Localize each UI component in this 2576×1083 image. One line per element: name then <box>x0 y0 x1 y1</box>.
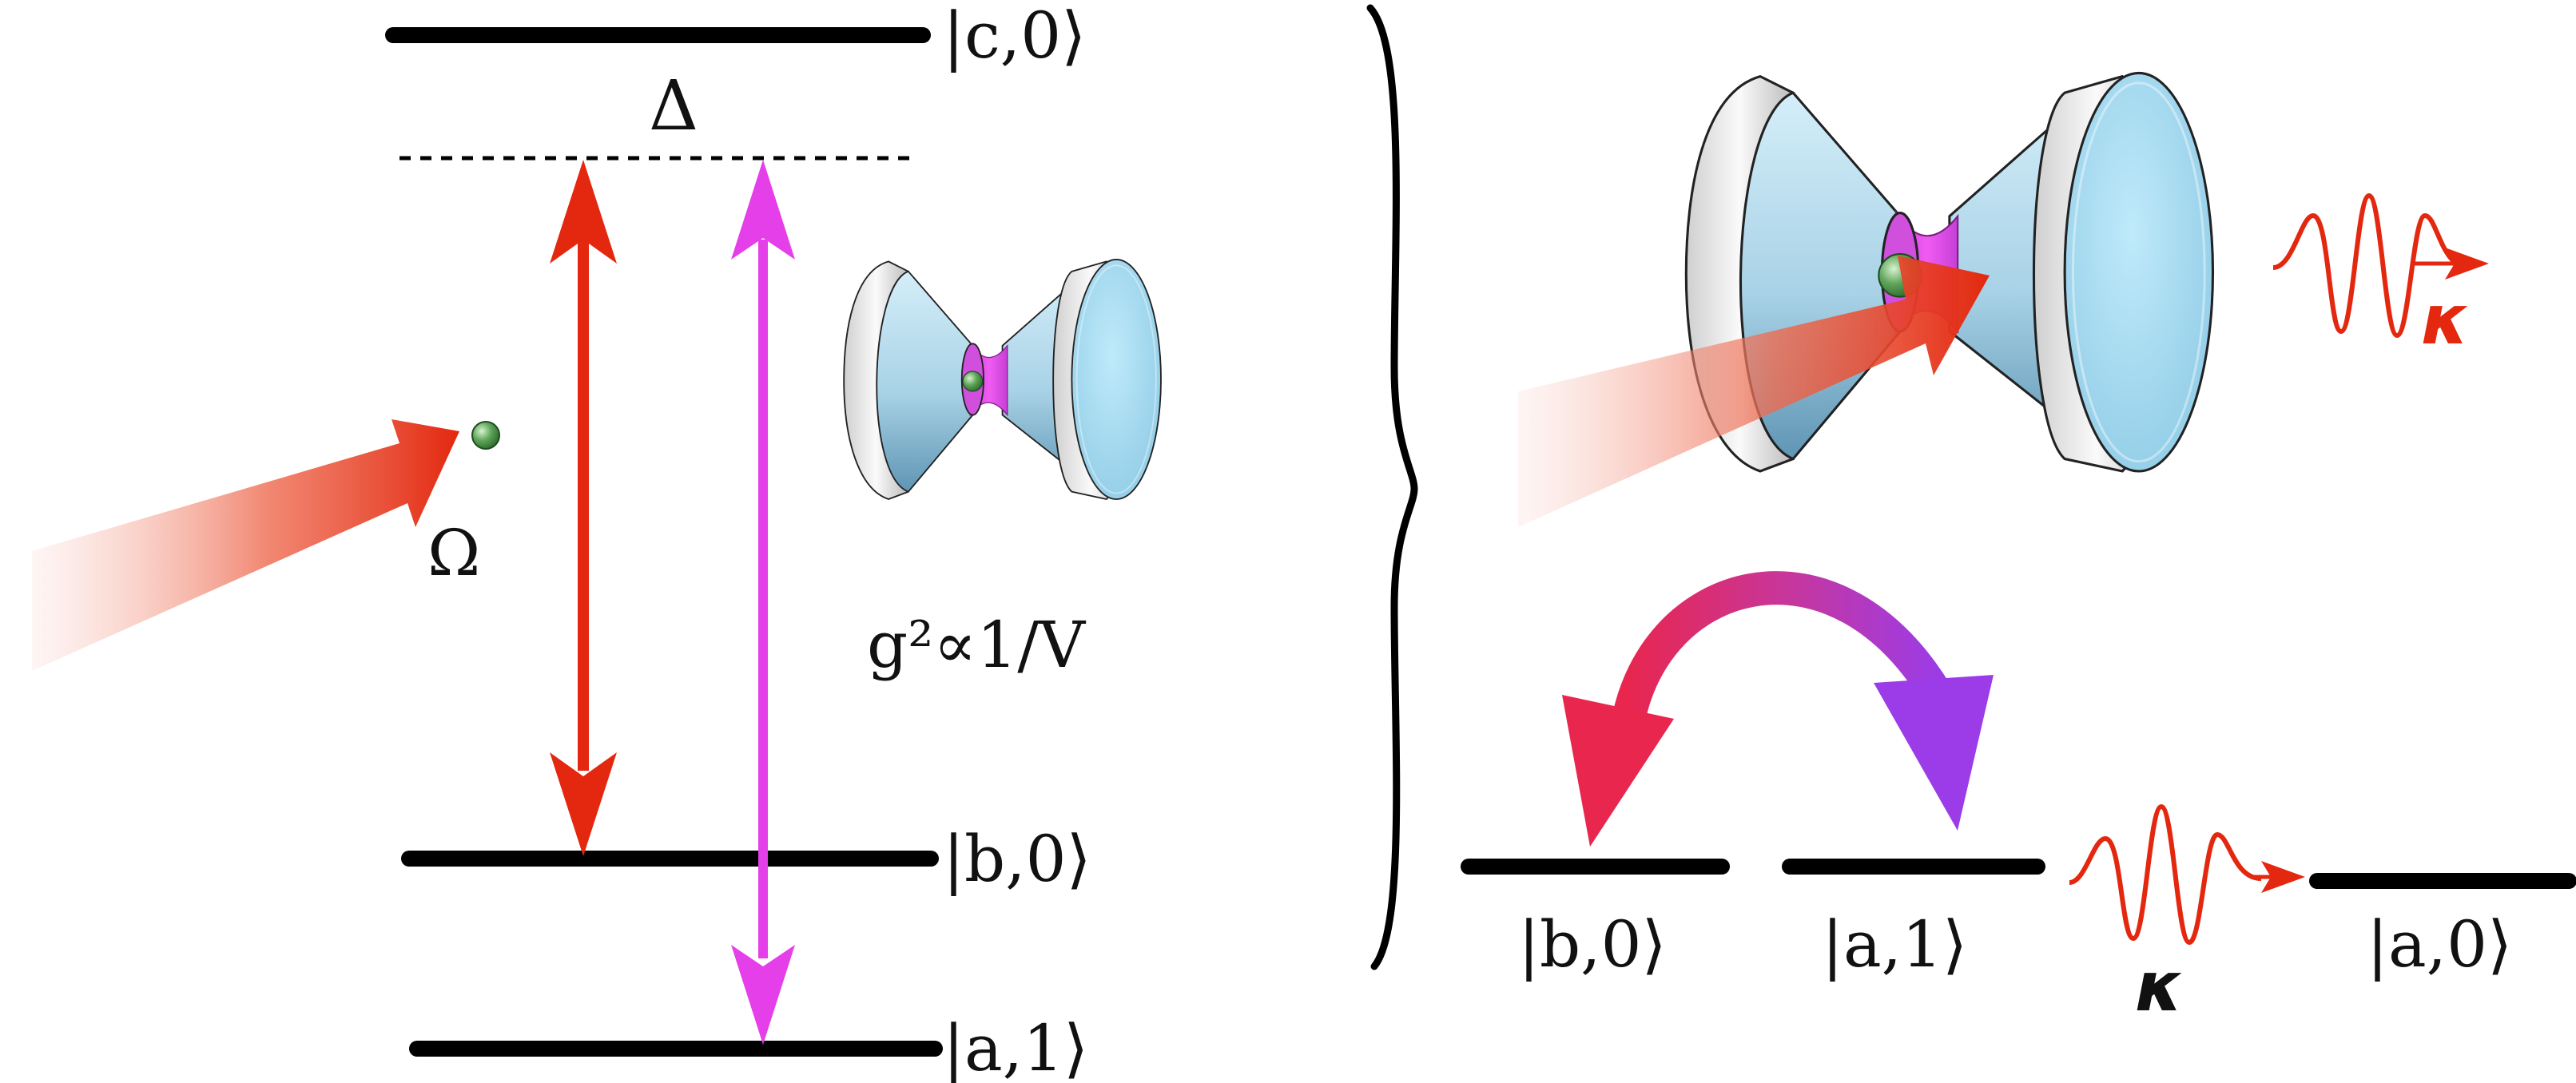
level-a0-label-right: |a,0⟩ <box>2367 907 2512 982</box>
level-a1-label-right: |a,1⟩ <box>1822 907 1967 982</box>
rabi-frequency-label: Ω <box>427 516 480 590</box>
small-cavity <box>843 258 1162 500</box>
decay-rate-label-bottom: κ <box>2135 947 2184 1027</box>
pump-beam <box>32 419 459 671</box>
detuning-label: Δ <box>649 66 698 146</box>
emitted-photon-top <box>2272 192 2489 339</box>
cavity-transition-arrow <box>731 160 795 1045</box>
right-panel: κ |b,0⟩ |a,1⟩ |a,0⟩ κ <box>1461 71 2576 1027</box>
emitted-photon-bottom <box>2069 803 2305 946</box>
exchange-arc-arrow <box>1562 571 1994 847</box>
pump-beam-large <box>1518 256 1990 527</box>
decay-rate-label-top: κ <box>2421 280 2470 360</box>
pump-transition-arrow <box>550 160 617 856</box>
level-b0-label-right: |b,0⟩ <box>1518 907 1667 982</box>
coupling-scaling-label: g²∝1/V <box>867 608 1086 682</box>
level-c0-label: |c,0⟩ <box>943 0 1086 73</box>
panel-brace <box>1366 4 1418 970</box>
level-b0-label: |b,0⟩ <box>943 822 1091 896</box>
left-panel: |c,0⟩ |b,0⟩ |a,1⟩ Δ Ω g²∝1/V <box>32 0 1162 1083</box>
level-a1-label: |a,1⟩ <box>943 1011 1088 1083</box>
atom <box>471 421 500 450</box>
